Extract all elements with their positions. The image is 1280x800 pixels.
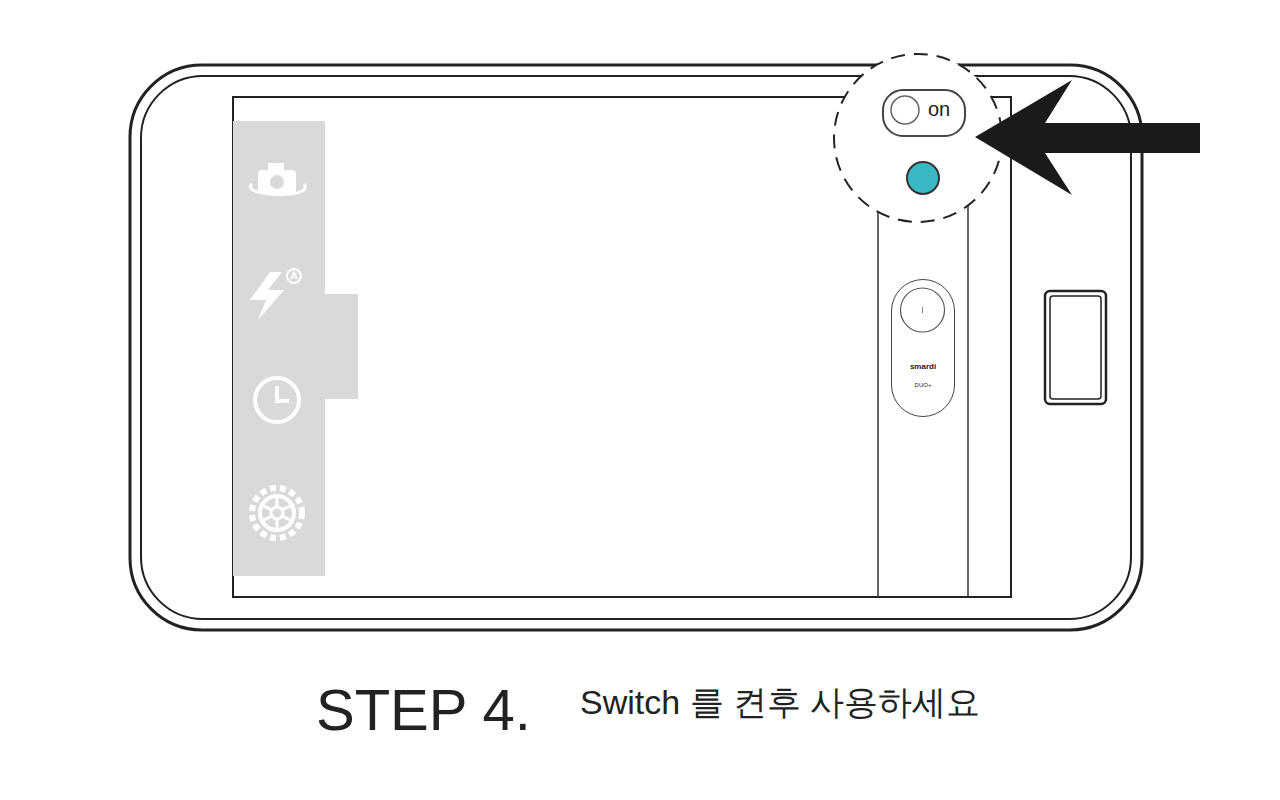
- side-panel: [233, 121, 358, 576]
- bar-edge: [967, 205, 969, 597]
- button-mark: [922, 307, 923, 313]
- timer-icon: [255, 378, 299, 422]
- brand-label: smardi: [892, 362, 954, 372]
- camera-switch-icon: [250, 163, 305, 195]
- auto-mark: [291, 272, 297, 279]
- home-button-inner: [1050, 296, 1101, 399]
- device-remote: smardiDUO+: [891, 279, 955, 417]
- home-button: [1045, 291, 1106, 404]
- toggle-knob-layer: [884, 91, 924, 133]
- step-caption: Switch 를 켠후 사용하세요: [580, 685, 980, 719]
- clock-hands: [277, 386, 289, 401]
- flash-bolt: [250, 272, 284, 320]
- clock-face: [255, 378, 299, 422]
- switch-toggle: on: [882, 89, 966, 137]
- gear-teeth: [252, 488, 302, 538]
- device-button-layer: [892, 280, 956, 344]
- pointer-arrow: [975, 80, 1200, 195]
- switch-state: on: [928, 91, 956, 127]
- bar-edge: [877, 205, 879, 597]
- settings-icon: [252, 488, 302, 538]
- camera-lens: [270, 175, 284, 189]
- rotate-arc: [250, 184, 305, 195]
- device-button: [901, 288, 945, 332]
- flash-icon: [250, 269, 301, 320]
- camera-top: [268, 163, 284, 171]
- gear-hub: [271, 507, 283, 519]
- step-title: STEP 4.: [316, 681, 531, 739]
- model-label: DUO+: [892, 378, 954, 392]
- auto-ring: [287, 269, 301, 283]
- toggle-knob: [891, 96, 919, 124]
- camera-body: [258, 170, 296, 194]
- gear-spokes: [262, 496, 292, 530]
- gear-rim: [260, 496, 294, 530]
- record-dot: [907, 162, 939, 194]
